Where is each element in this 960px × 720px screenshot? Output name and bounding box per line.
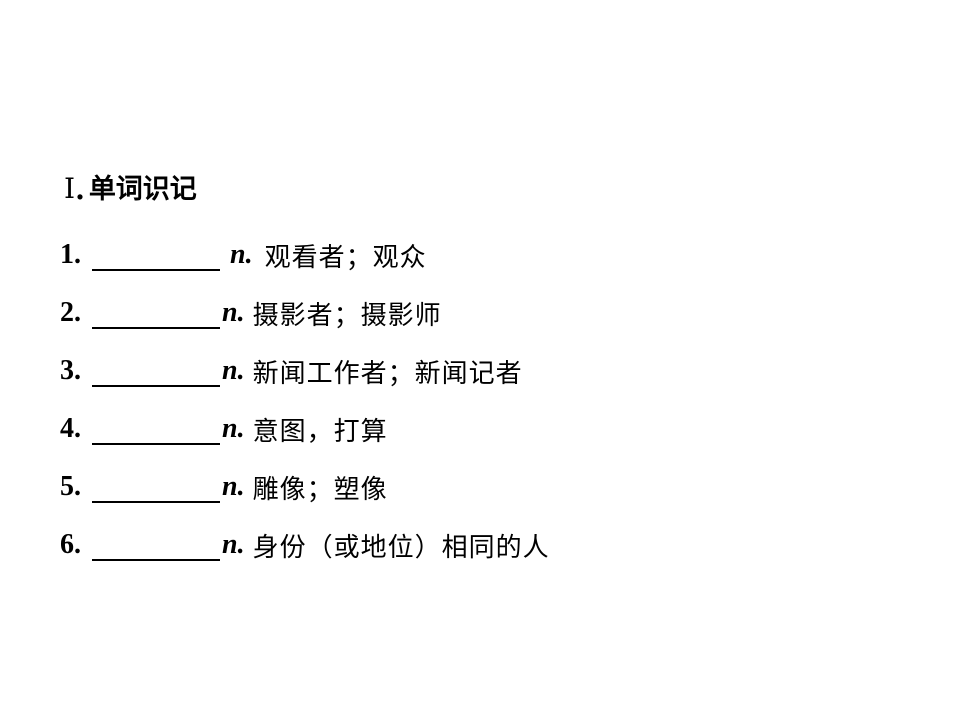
answer-blank[interactable]: [92, 529, 220, 561]
part-of-speech: n.: [222, 471, 245, 502]
section-dot: .: [75, 173, 85, 206]
answer-blank[interactable]: [92, 297, 220, 329]
item-meaning: 雕像；塑像: [252, 474, 388, 505]
item-number: 3.: [60, 355, 81, 386]
item-number: 2.: [60, 297, 81, 328]
part-of-speech: n.: [222, 355, 245, 386]
part-of-speech: n.: [222, 297, 245, 328]
section-title: 单词识记: [88, 174, 197, 205]
item-meaning: 摄影者；摄影师: [252, 300, 442, 331]
item-number: 1.: [60, 239, 81, 270]
vocab-item: 6. n. 身份（或地位）相同的人: [60, 516, 550, 574]
vocab-list: 1. n. 观看者；观众 2. n. 摄影者；摄影师 3. n. 新闻工作者；新…: [60, 226, 550, 574]
item-meaning: 新闻工作者；新闻记者: [252, 358, 523, 389]
answer-blank[interactable]: [92, 355, 220, 387]
vocab-item: 1. n. 观看者；观众: [60, 226, 550, 284]
item-meaning: 观看者；观众: [264, 242, 427, 273]
vocab-item: 3. n. 新闻工作者；新闻记者: [60, 342, 550, 400]
answer-blank[interactable]: [92, 471, 220, 503]
vocab-item: 2. n. 摄影者；摄影师: [60, 284, 550, 342]
answer-blank[interactable]: [92, 413, 220, 445]
vocab-item: 4. n. 意图，打算: [60, 400, 550, 458]
item-meaning: 意图，打算: [252, 416, 388, 447]
answer-blank[interactable]: [92, 239, 220, 271]
part-of-speech: n.: [230, 239, 253, 270]
item-number: 4.: [60, 413, 81, 444]
item-number: 6.: [60, 529, 81, 560]
item-number: 5.: [60, 471, 81, 502]
vocab-item: 5. n. 雕像；塑像: [60, 458, 550, 516]
section-numeral: Ⅰ: [64, 174, 76, 205]
part-of-speech: n.: [222, 529, 245, 560]
section-heading: Ⅰ . 单词识记: [64, 170, 197, 210]
item-meaning: 身份（或地位）相同的人: [252, 532, 550, 563]
part-of-speech: n.: [222, 413, 245, 444]
